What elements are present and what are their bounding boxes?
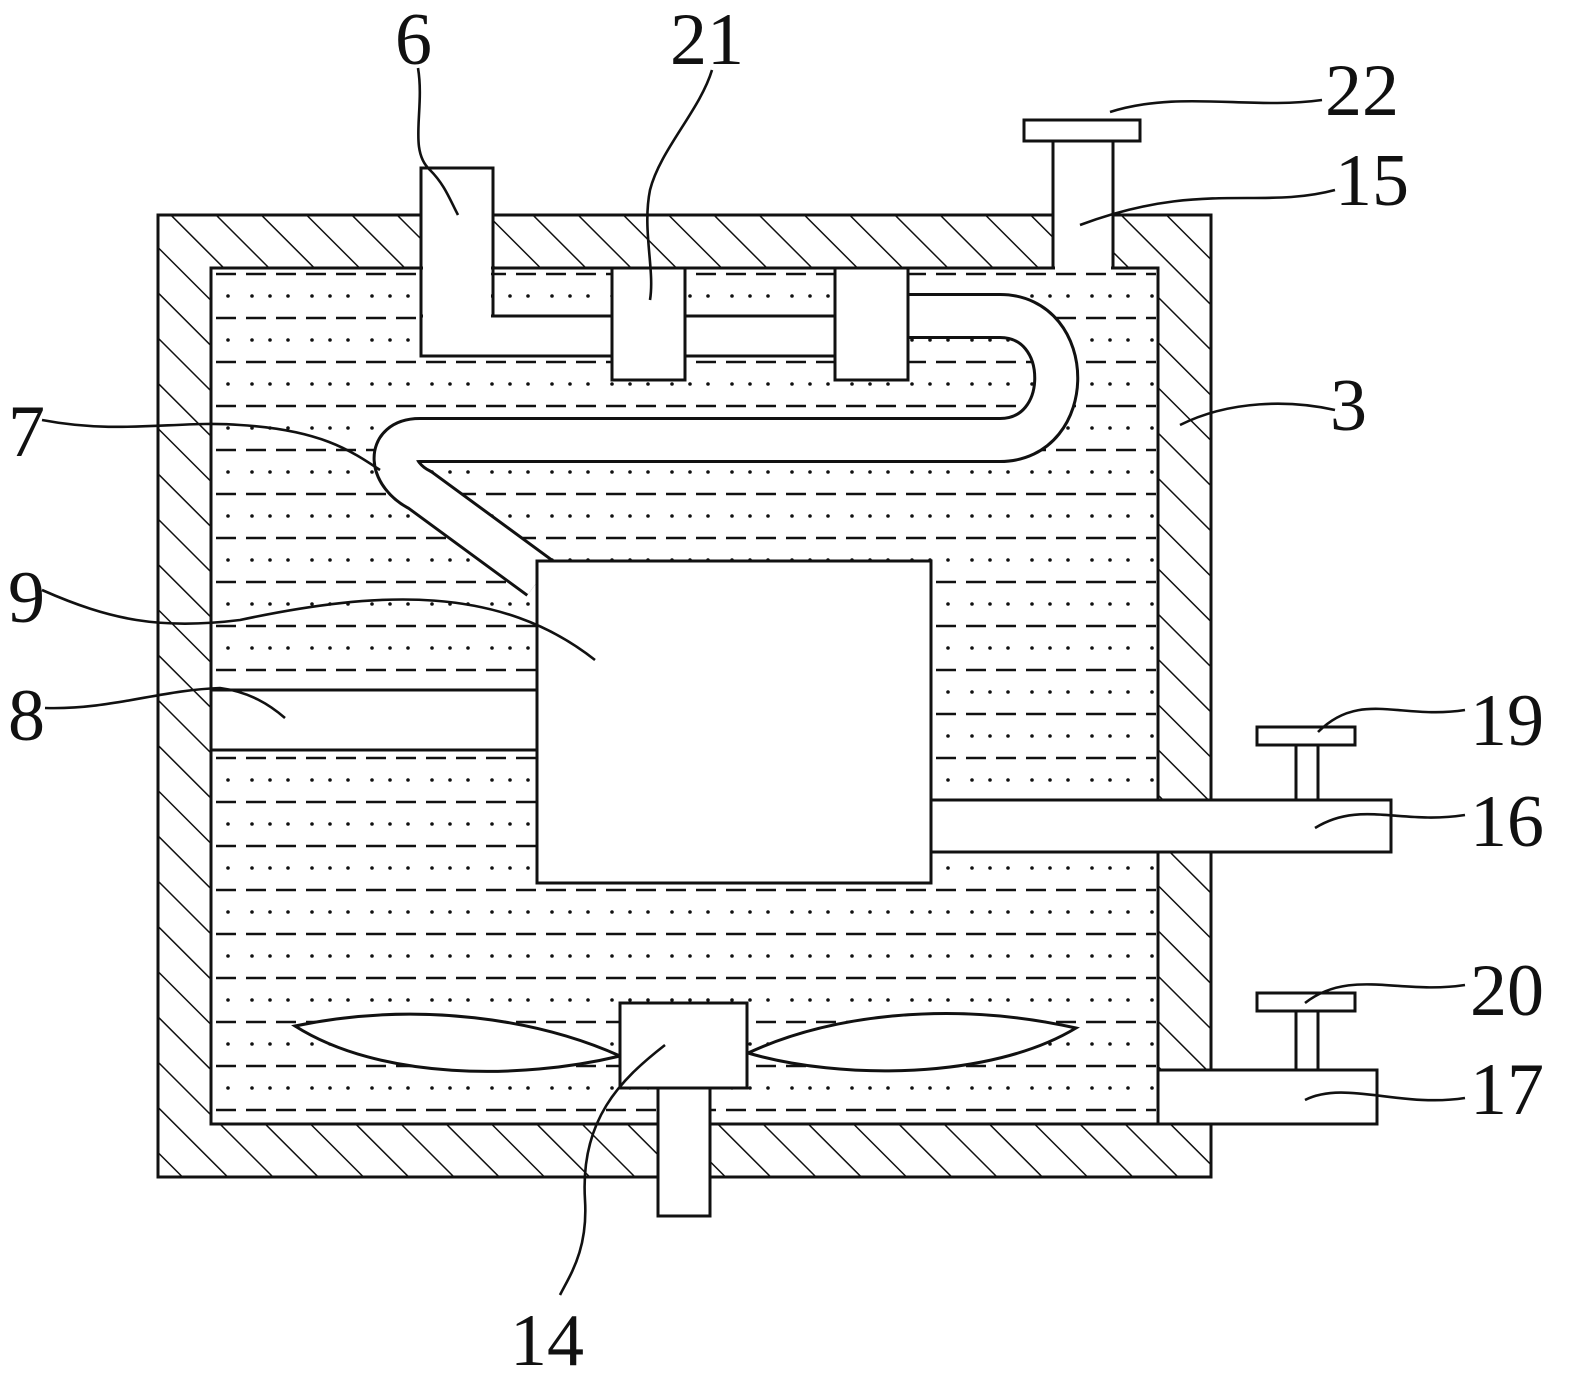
label-9: 9 — [8, 557, 45, 639]
label-8: 8 — [8, 675, 45, 757]
label-20: 20 — [1470, 950, 1544, 1032]
label-14: 14 — [510, 1300, 584, 1382]
box-9 — [535, 559, 933, 885]
label-17: 17 — [1470, 1049, 1544, 1131]
label-3: 3 — [1330, 365, 1367, 447]
leader-lines — [41, 67, 1466, 1296]
outlet-pipe-16 — [929, 725, 1393, 854]
label-6: 6 — [395, 0, 432, 81]
serpentine-coil — [372, 293, 1080, 597]
block-21-right — [833, 266, 910, 382]
stirrer-14 — [291, 1001, 1080, 1218]
drain-pipe-17 — [1156, 991, 1379, 1126]
label-7: 7 — [8, 391, 45, 473]
label-22: 22 — [1325, 50, 1399, 132]
block-21-left — [610, 266, 687, 382]
label-16: 16 — [1470, 781, 1544, 863]
label-15: 15 — [1335, 140, 1409, 222]
label-21: 21 — [670, 0, 744, 81]
bar-8 — [209, 688, 539, 752]
vent-pipe-15 — [1022, 118, 1142, 270]
label-19: 19 — [1470, 680, 1544, 762]
